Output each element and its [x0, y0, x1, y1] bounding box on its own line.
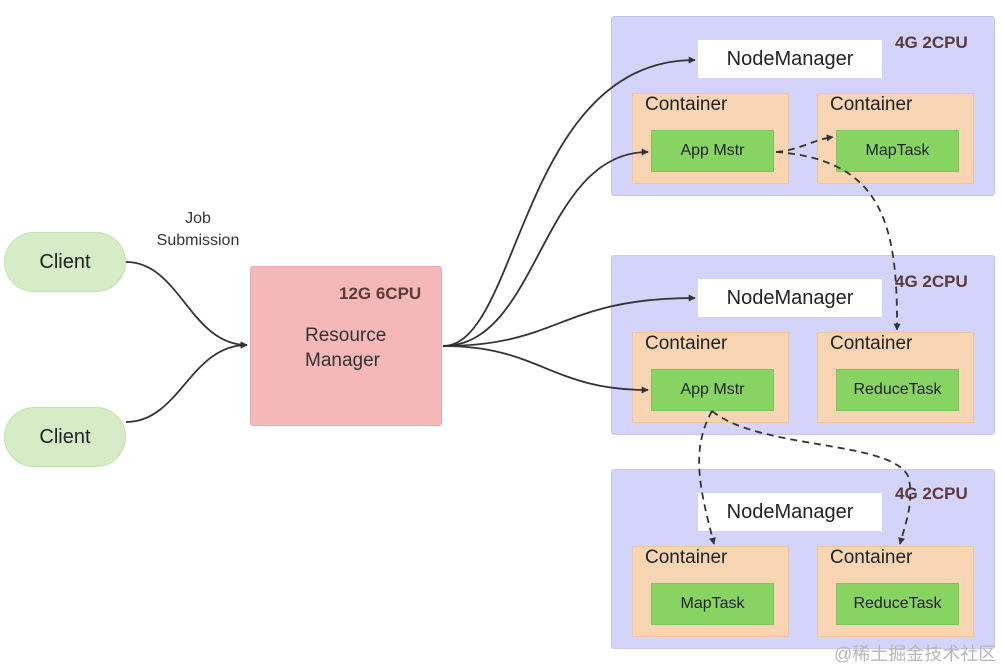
- arrow-appmstr1-to-reducetask2: [775, 151, 901, 331]
- arrow-rm-to-nm2: [442, 294, 696, 347]
- arrow-rm-to-appmstr1: [442, 148, 649, 347]
- node-resources: 4G 2CPU: [895, 33, 968, 52]
- task-reducetask-3: ReduceTask: [836, 583, 959, 625]
- task-maptask-3: MapTask: [651, 583, 774, 625]
- node-resources: 4G 2CPU: [895, 484, 968, 503]
- arrow-rm-to-appmstr2: [442, 345, 649, 394]
- client-box-2: Client: [4, 407, 126, 467]
- node-manager-2: NodeManager: [698, 279, 882, 317]
- watermark: @稀土掘金技术社区: [834, 644, 997, 664]
- container-label: Container: [830, 547, 913, 568]
- arrow-client1-to-rm: [125, 261, 248, 349]
- resource-manager-name-line1: Resource: [305, 325, 387, 346]
- arrow-rm-to-nm1: [442, 56, 696, 347]
- container-label: Container: [645, 547, 728, 568]
- job-label-line1: Job: [185, 210, 211, 227]
- container-label: Container: [645, 333, 728, 354]
- arrow-appmstr2-to-reducetask3: [711, 410, 912, 545]
- arrow-appmstr2-to-maptask3: [698, 410, 716, 545]
- job-submission-label: Job Submission: [140, 208, 256, 252]
- task-app-mstr-2: App Mstr: [651, 369, 774, 411]
- resource-manager-resources: 12G 6CPU: [339, 284, 422, 303]
- client-label: Client: [39, 250, 91, 273]
- node-manager-1: NodeManager: [698, 40, 882, 78]
- task-app-mstr-1: App Mstr: [651, 130, 774, 172]
- node-resources: 4G 2CPU: [895, 272, 968, 291]
- node-manager-3: NodeManager: [698, 493, 882, 531]
- container-label: Container: [830, 94, 913, 115]
- client-label: Client: [39, 425, 91, 448]
- job-label-line2: Submission: [156, 232, 240, 249]
- container-label: Container: [645, 94, 728, 115]
- task-maptask-1: MapTask: [836, 130, 959, 172]
- container-label: Container: [830, 333, 913, 354]
- task-reducetask-2: ReduceTask: [836, 369, 959, 411]
- resource-manager-name: Resource Manager: [305, 323, 386, 373]
- client-box-1: Client: [4, 232, 126, 292]
- resource-manager-name-line2: Manager: [305, 350, 380, 371]
- resource-manager-box: 12G 6CPU Resource Manager: [250, 266, 442, 426]
- arrow-appmstr1-to-maptask: [775, 134, 834, 153]
- arrow-client2-to-rm: [125, 341, 248, 423]
